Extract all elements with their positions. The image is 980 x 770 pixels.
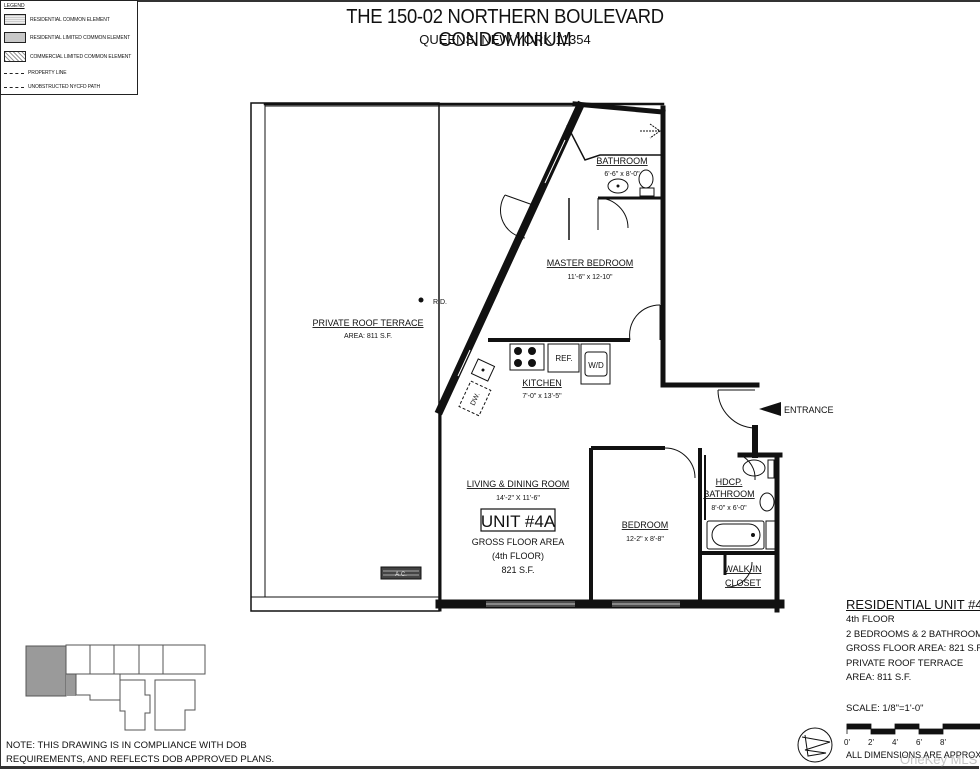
unit-info-block: RESIDENTIAL UNIT #4A 4th FLOOR 2 BEDROOM… [846,597,980,686]
dashed-line-icon [4,86,24,88]
interior-walls [488,124,777,604]
compliance-note-line-2: REQUIREMENTS, AND REFLECTS DOB APPROVED … [6,754,275,765]
hatched-swatch-icon [4,51,26,62]
terrace-outline [250,102,575,612]
roof-drain-icon [418,297,424,303]
compliance-note: NOTE: THIS DRAWING IS IN COMPLIANCE WITH… [6,739,274,767]
info-terrace: PRIVATE ROOF TERRACE [846,657,964,669]
living-room-dims: 14'-2" X 11'-6" [496,495,540,502]
ac-unit [380,566,422,580]
master-bedroom-label: MASTER BEDROOM [547,258,634,268]
floor-label: (4th FLOOR) [492,551,544,561]
windows [457,139,680,605]
legend-item-commercial-limited: COMMERCIAL LIMITED COMMON ELEMENT [4,51,131,62]
scale-label: SCALE: 1/8"=1'-0" [846,703,924,714]
kitchen-dims: 7'-0" x 13'-5" [522,393,562,400]
scale-bar [846,723,980,735]
roof-drain-label: R.D. [433,299,447,306]
unit-area: 821 S.F. [501,565,534,575]
unit-walls [263,100,785,613]
bathroom-fixtures [607,123,776,550]
unit-info-title: RESIDENTIAL UNIT #4A [846,597,980,612]
unit-label: UNIT #4A [481,512,556,531]
dimensions-note: ALL DIMENSIONS ARE APPROXIMATE [846,750,980,760]
kitchen-label: KITCHEN [522,378,562,388]
washer-dryer-label: W/D [588,361,604,370]
scale-tick-4: 4' [892,738,898,747]
north-arrow-icon [797,727,833,763]
door-swings [500,194,756,588]
scale-tick-8: 8' [940,738,946,747]
legend-item-residential-limited: RESIDENTIAL LIMITED COMMON ELEMENT [4,32,130,43]
dotted-swatch-icon [4,14,26,25]
gross-floor-area-label: GROSS FLOOR AREA [472,537,565,547]
master-bedroom-dims: 11'-6" x 12-10" [567,274,613,281]
bathroom-label: BATHROOM [596,156,647,166]
info-terrace-area: AREA: 811 S.F. [846,672,912,683]
unit-label-box [480,508,556,532]
terrace-area: AREA: 811 S.F. [344,333,392,340]
window-mullions [486,601,680,607]
info-gross-area: GROSS FLOOR AREA: 821 S.F. [846,643,980,654]
scale-tick-6: 6' [916,738,922,747]
refrigerator-label: REF. [555,354,572,363]
ac-label: A.C. [395,572,407,578]
bedroom-dims: 12-2" x 8'-8" [626,536,664,543]
entrance-label: ENTRANCE [784,405,834,415]
legend-item-residential-common: RESIDENTIAL COMMON ELEMENT [4,14,110,25]
scale-tick-2: 2' [868,738,874,747]
top-border-rule [138,0,980,2]
legend-item-property-line: PROPERTY LINE [4,70,67,76]
info-bedrooms: 2 BEDROOMS & 2 BATHROOMS [846,628,980,640]
legend-item-nycfd-path: UNOBSTRUCTED NYCFD PATH [4,84,100,90]
hdcp-bathroom-dims: 8'-0" x 6'-0" [711,505,747,512]
hdcp-bathroom-label: BATHROOM [703,489,754,499]
scale-tick-0: 0' [844,738,850,747]
bedroom-label: BEDROOM [622,520,669,530]
legend-title: LEGEND [4,3,25,9]
compliance-note-line-1: NOTE: THIS DRAWING IS IN COMPLIANCE WITH… [6,740,247,751]
dishwasher-label: DW. [470,392,482,407]
bathroom-dims: 6'-6" x 8'-0" [604,171,640,178]
grey-swatch-icon [4,32,26,43]
page-title: THE 150-02 NORTHERN BOULEVARD CONDOMINIU… [346,6,664,51]
watermark: OneKey MLS [900,752,978,767]
legend-box: LEGEND RESIDENTIAL COMMON ELEMENT RESIDE… [0,0,138,95]
closet-label-1: WALK-IN [724,564,761,574]
dash-dot-line-icon [4,72,24,74]
hdcp-label: HDCP. [716,477,743,487]
key-plan [25,644,206,731]
kitchen-fixtures [458,343,611,417]
terrace-label: PRIVATE ROOF TERRACE [312,318,423,328]
closet-label-2: CLOSET [725,578,762,588]
page-subtitle: QUEENS, NEW YORK 11354 [419,32,591,47]
info-floor: 4th FLOOR [846,614,895,625]
entrance-arrow-icon [759,402,781,416]
living-room-label: LIVING & DINING ROOM [467,479,570,489]
